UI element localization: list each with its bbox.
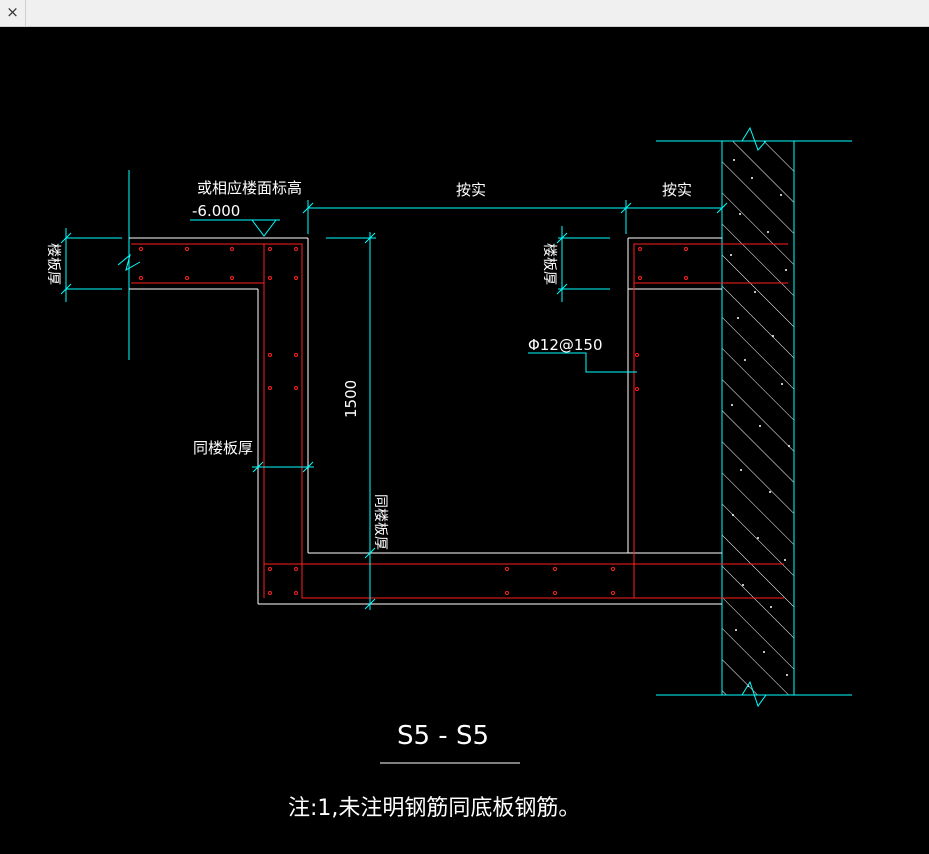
concrete-wall <box>656 126 852 708</box>
section-title: S5 - S5 <box>397 721 489 751</box>
close-icon: × <box>6 3 19 21</box>
left-slab-break <box>117 170 141 360</box>
slab-thickness-left-label: 楼板厚 <box>45 243 61 285</box>
rebar-dots <box>139 247 688 595</box>
elevation-value: -6.000 <box>192 202 240 220</box>
pit-concrete-outline <box>129 237 722 605</box>
depth-dim-label: 1500 <box>342 380 360 418</box>
wall-aggregate-dots <box>730 159 790 687</box>
wall-thickness-label: 同楼板厚 <box>193 439 253 457</box>
rebar-lines <box>131 243 788 599</box>
window-titlebar: × <box>0 0 929 27</box>
close-button[interactable]: × <box>0 0 26 26</box>
wall-hatch <box>722 141 794 695</box>
dimension-lines <box>60 200 728 610</box>
dim-span-center-label: 按实 <box>456 181 486 199</box>
cad-drawing-canvas[interactable]: 或相应楼面标高 -6.000 按实 按实 楼板厚 楼板厚 1500 同楼板厚 同… <box>0 27 929 854</box>
rebar-callout: Φ12@150 <box>528 336 603 354</box>
elevation-note: 或相应楼面标高 <box>197 179 302 197</box>
bottom-thickness-label: 同楼板厚 <box>372 494 388 550</box>
dim-span-right-label: 按实 <box>662 181 692 199</box>
slab-thickness-right-label: 楼板厚 <box>541 243 557 285</box>
drawing-note: 注:1,未注明钢筋同底板钢筋。 <box>288 796 580 821</box>
